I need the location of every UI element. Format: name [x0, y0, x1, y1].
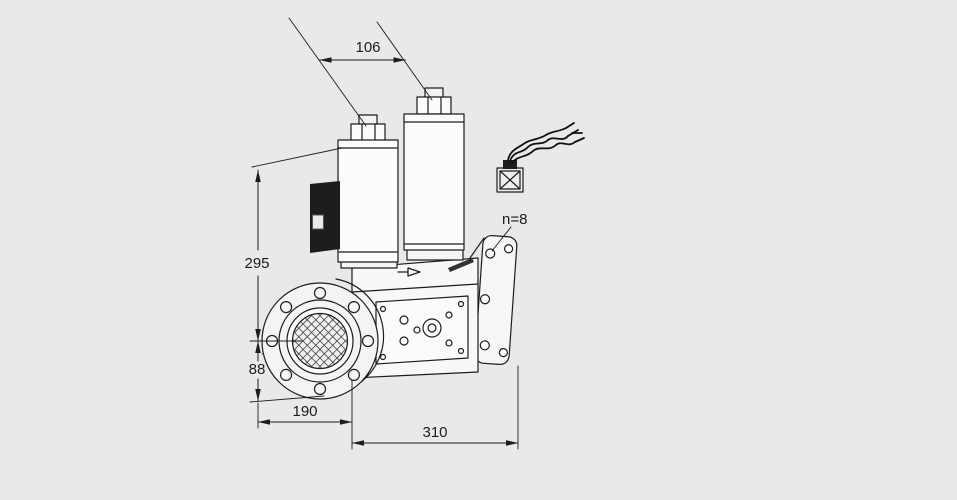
bolt-count-leader	[491, 226, 512, 252]
bolt-hole	[485, 248, 496, 259]
dimension-106	[288, 17, 433, 127]
dim-310-label: 310	[422, 424, 447, 441]
bolt-hole	[479, 294, 491, 305]
dimension-190	[257, 379, 353, 450]
dim-106-label: 106	[355, 39, 380, 56]
solenoid-left	[337, 114, 399, 263]
flange-thickness-arc	[335, 278, 385, 387]
dim-295-label: 295	[244, 255, 269, 272]
mounting-pad	[375, 295, 469, 365]
dimension-88	[249, 340, 325, 403]
valve-body	[351, 257, 479, 379]
solenoid-right	[403, 87, 465, 251]
bolt-hole	[504, 244, 514, 254]
valve-assembly	[261, 87, 585, 400]
bolt-hole	[347, 301, 360, 314]
terminal-box	[310, 181, 340, 253]
strainer-mesh	[292, 313, 348, 369]
bolt-hole	[313, 382, 327, 396]
bolt-hole	[280, 368, 293, 381]
bolt-hole	[347, 368, 360, 381]
hex-cap	[416, 96, 452, 115]
bolt-count-label: n=8	[502, 211, 527, 228]
coil-cylinder	[337, 139, 399, 263]
label-stripe	[448, 258, 474, 272]
dim-190-label: 190	[292, 403, 317, 420]
cable-plug	[496, 160, 524, 193]
flange-neck-line	[469, 237, 485, 259]
bolt-hole	[280, 301, 293, 314]
coil-cylinder	[403, 113, 465, 251]
rear-flange	[474, 234, 518, 366]
dim-88-label: 88	[249, 361, 266, 378]
cable-gland	[312, 214, 324, 230]
hex-cap	[350, 123, 386, 142]
bolt-hole	[498, 348, 508, 358]
dimensions	[249, 17, 519, 450]
bolt-hole	[313, 286, 327, 300]
dimension-295	[249, 147, 343, 342]
flow-arrow-icon	[397, 267, 421, 277]
dimension-labels: 106 295 88 190 310 n=8	[244, 39, 527, 441]
cable-wires	[507, 122, 585, 164]
bolt-hole	[361, 334, 375, 348]
dimension-310	[351, 365, 519, 450]
bolt-hole	[479, 340, 490, 351]
